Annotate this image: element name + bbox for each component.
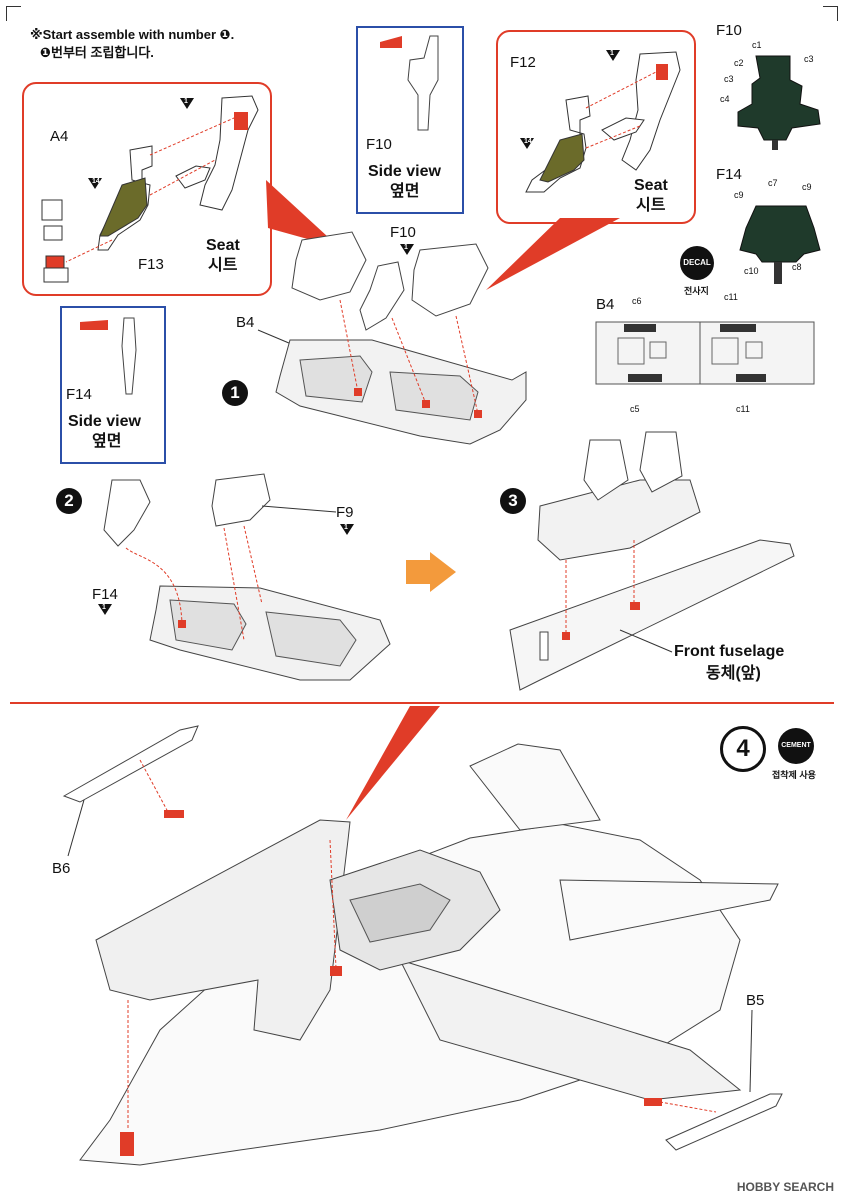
triangle-marker-1: 1 (180, 98, 194, 109)
side-view-box-f10 (356, 26, 464, 214)
triangle-marker-text: 14 (92, 178, 100, 185)
corner-mark (823, 6, 838, 21)
side-view-box-f14 (60, 306, 166, 464)
decal-callout: c4 (720, 94, 730, 104)
side-view-label-en: Side view (368, 163, 441, 180)
triangle-marker-text: 1 (102, 604, 106, 611)
watermark: HOBBY SEARCH (736, 1180, 834, 1194)
part-label-f10: F10 (390, 224, 416, 241)
seat-label-ko: 시트 (208, 257, 238, 274)
side-view-part-f14: F14 (66, 386, 92, 403)
triangle-marker-text: 1 (404, 244, 408, 251)
triangle-marker-14: 14 (520, 138, 534, 149)
part-label-b5: B5 (746, 992, 765, 1009)
section-divider (10, 702, 834, 704)
part-label-f12: F12 (510, 54, 536, 71)
triangle-marker-1: 1 (400, 244, 414, 255)
decal-callout: c1 (752, 40, 762, 50)
triangle-marker-1: 1 (606, 50, 620, 61)
part-label-f9: F9 (336, 504, 354, 521)
decal-callout: c2 (734, 58, 744, 68)
decal-callout: c9 (802, 182, 812, 192)
seat-label-en: Seat (634, 177, 668, 194)
decal-caption: 전사지 (684, 286, 709, 296)
side-view-label-ko: 옆면 (92, 433, 122, 450)
step-number-1: 1 (222, 380, 248, 406)
decal-callout: c11 (736, 404, 750, 414)
decal-callout: c10 (744, 266, 759, 276)
decal-title-b4: B4 (596, 296, 615, 313)
part-label-b4: B4 (236, 314, 255, 331)
fuselage-label-ko: 동체(앞) (706, 665, 761, 682)
side-view-label-en: Side view (68, 413, 141, 430)
decal-callout: c11 (724, 292, 738, 302)
triangle-marker-text: 1 (344, 524, 348, 531)
triangle-marker-text: 1 (610, 50, 614, 57)
decal-callout: c3 (804, 54, 814, 64)
step-number-4: 4 (720, 726, 766, 772)
decal-badge-icon: DECAL (680, 246, 714, 280)
corner-mark (6, 6, 21, 21)
triangle-marker-text: 1 (184, 98, 188, 105)
cement-caption: 접착제 사용 (772, 770, 816, 780)
part-label-b6: B6 (52, 860, 71, 877)
seat-label-ko: 시트 (636, 197, 666, 214)
triangle-marker-text: 14 (524, 138, 532, 145)
triangle-marker-1: 1 (340, 524, 354, 535)
decal-title-f10: F10 (716, 22, 742, 39)
decal-callout: c8 (792, 262, 802, 272)
decal-callout: c5 (630, 404, 640, 414)
decal-title-f14: F14 (716, 166, 742, 183)
start-note-ko: ❶번부터 조립합니다. (40, 45, 154, 60)
step-number-3: 3 (500, 488, 526, 514)
triangle-marker-1: 1 (98, 604, 112, 615)
fuselage-label-en: Front fuselage (674, 643, 785, 660)
decal-callout: c3 (724, 74, 734, 84)
part-label-a4: A4 (50, 128, 69, 145)
side-view-part-f10: F10 (366, 136, 392, 153)
step-number-2: 2 (56, 488, 82, 514)
decal-callout: c6 (632, 296, 642, 306)
cement-badge-icon: CEMENT (778, 728, 814, 764)
seat-label-en: Seat (206, 237, 240, 254)
part-label-f13: F13 (138, 256, 164, 273)
part-label-f14: F14 (92, 586, 118, 603)
decal-callout: c9 (734, 190, 744, 200)
start-note-en: ※Start assemble with number ❶. (30, 27, 235, 42)
triangle-marker-14: 14 (88, 178, 102, 189)
side-view-label-ko: 옆면 (390, 183, 420, 200)
decal-callout: c7 (768, 178, 778, 188)
